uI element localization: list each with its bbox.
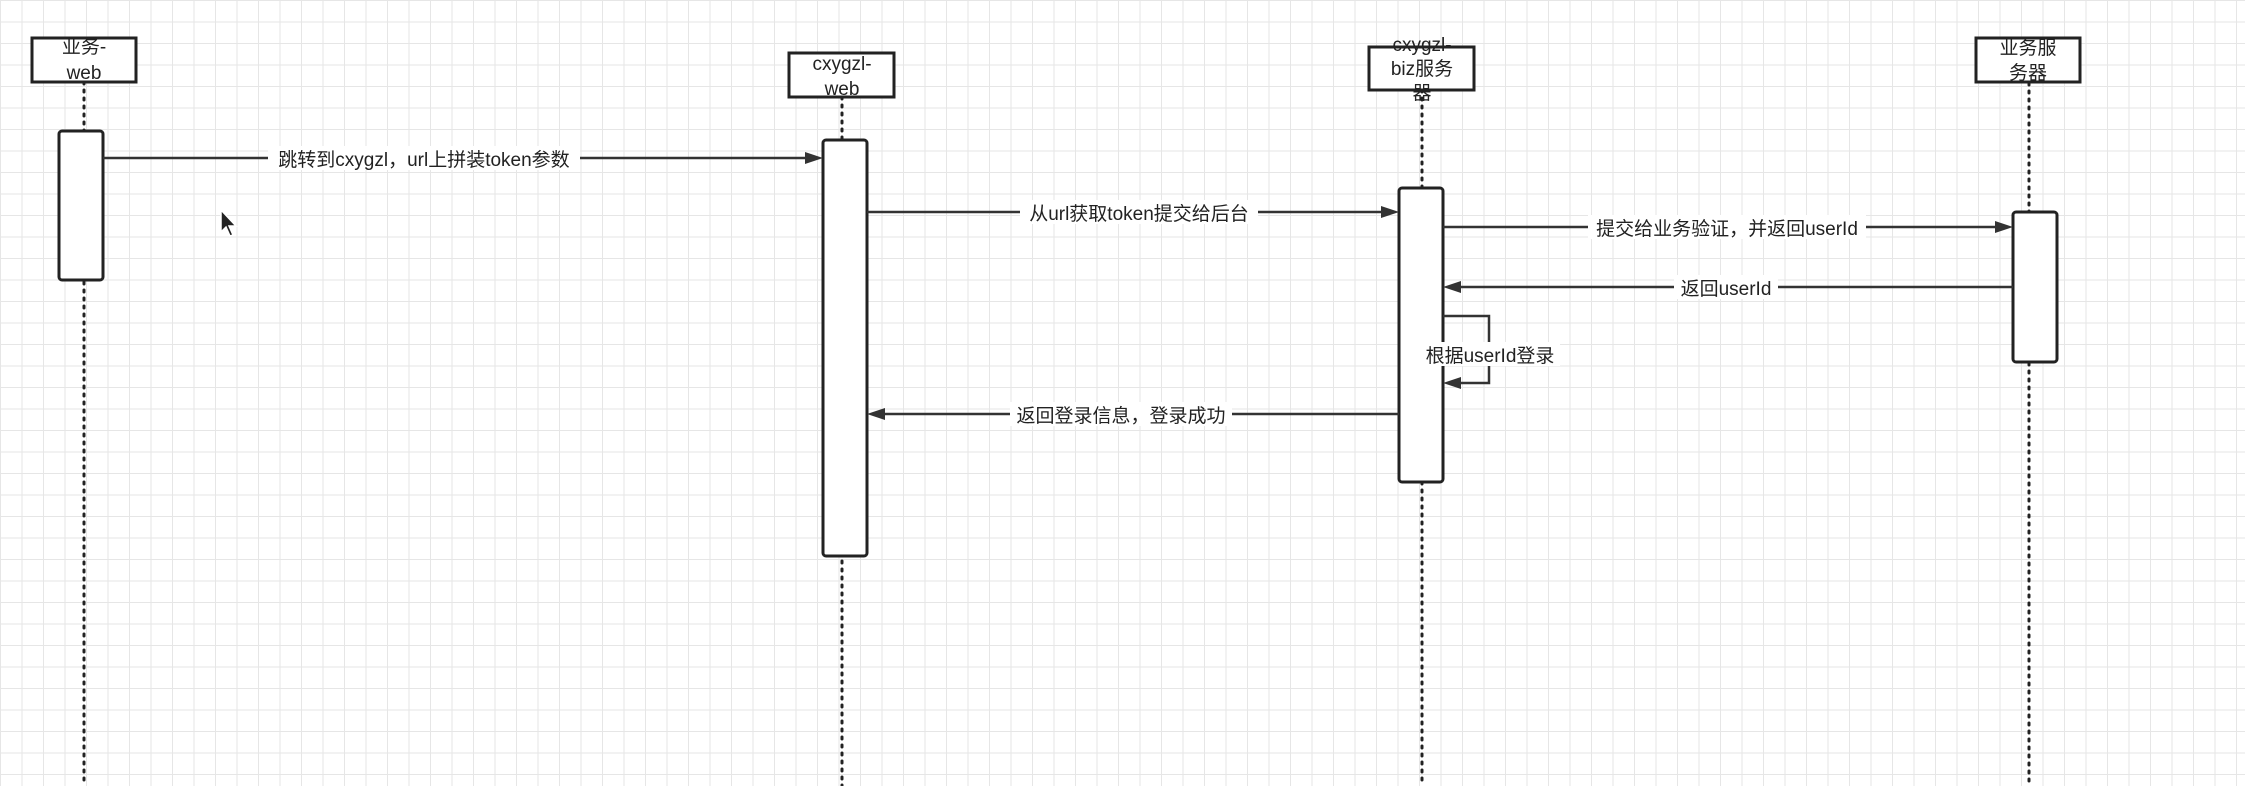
actor-label-line: cxygzl-: [1392, 35, 1451, 56]
message-label: 跳转到cxygzl，url上拼装token参数: [278, 149, 569, 171]
message-label: 返回userId: [1681, 278, 1772, 300]
actor-business-server[interactable]: 业务服 务器: [1974, 36, 2082, 84]
message-submit-token[interactable]: 从url获取token提交给后台: [867, 200, 1399, 225]
arrow-head-icon: [867, 408, 885, 420]
actor-label-line: 器: [1412, 83, 1431, 104]
arrow-head-icon: [805, 152, 823, 164]
actor-label-line: web: [824, 79, 860, 100]
arrow-head-icon: [1381, 206, 1399, 218]
activation-bar-business-server[interactable]: [2011, 210, 2059, 364]
actor-label-line: 业务-: [62, 36, 106, 58]
message-return-login-info[interactable]: 返回登录信息，登录成功: [867, 402, 1399, 427]
message-login-by-userid[interactable]: 根据userId登录: [1420, 314, 1560, 389]
actor-label-line: 务器: [2009, 62, 2047, 84]
actor-business-web[interactable]: 业务- web: [30, 36, 138, 84]
actor-label-line: cxygzl-: [812, 54, 871, 75]
message-label: 提交给业务验证，并返回userId: [1596, 218, 1858, 240]
message-return-userid[interactable]: 返回userId: [1443, 275, 2013, 300]
actor-cxygzl-web[interactable]: cxygzl- web: [787, 51, 896, 100]
mouse-pointer-icon: [220, 208, 238, 237]
arrow-head-icon: [1443, 281, 1461, 293]
activation-bar-cxygzl-web[interactable]: [821, 138, 869, 558]
activation-bar-cxygzl-biz-server[interactable]: [1397, 186, 1445, 484]
message-verify-business[interactable]: 提交给业务验证，并返回userId: [1443, 215, 2013, 240]
actor-label-line: biz服务: [1391, 58, 1453, 80]
actor-label-line: web: [66, 63, 102, 84]
arrow-head-icon: [1995, 221, 2013, 233]
actor-label-line: 业务服: [1999, 37, 2056, 59]
message-label: 从url获取token提交给后台: [1029, 203, 1249, 225]
activation-bar-business-web[interactable]: [57, 129, 105, 282]
message-label: 根据userId登录: [1426, 345, 1555, 367]
message-redirect-with-token[interactable]: 跳转到cxygzl，url上拼装token参数: [103, 146, 823, 171]
message-label: 返回登录信息，登录成功: [1016, 405, 1225, 427]
actor-cxygzl-biz-server[interactable]: cxygzl- biz服务 器: [1367, 35, 1476, 104]
arrow-head-icon: [1443, 377, 1461, 389]
